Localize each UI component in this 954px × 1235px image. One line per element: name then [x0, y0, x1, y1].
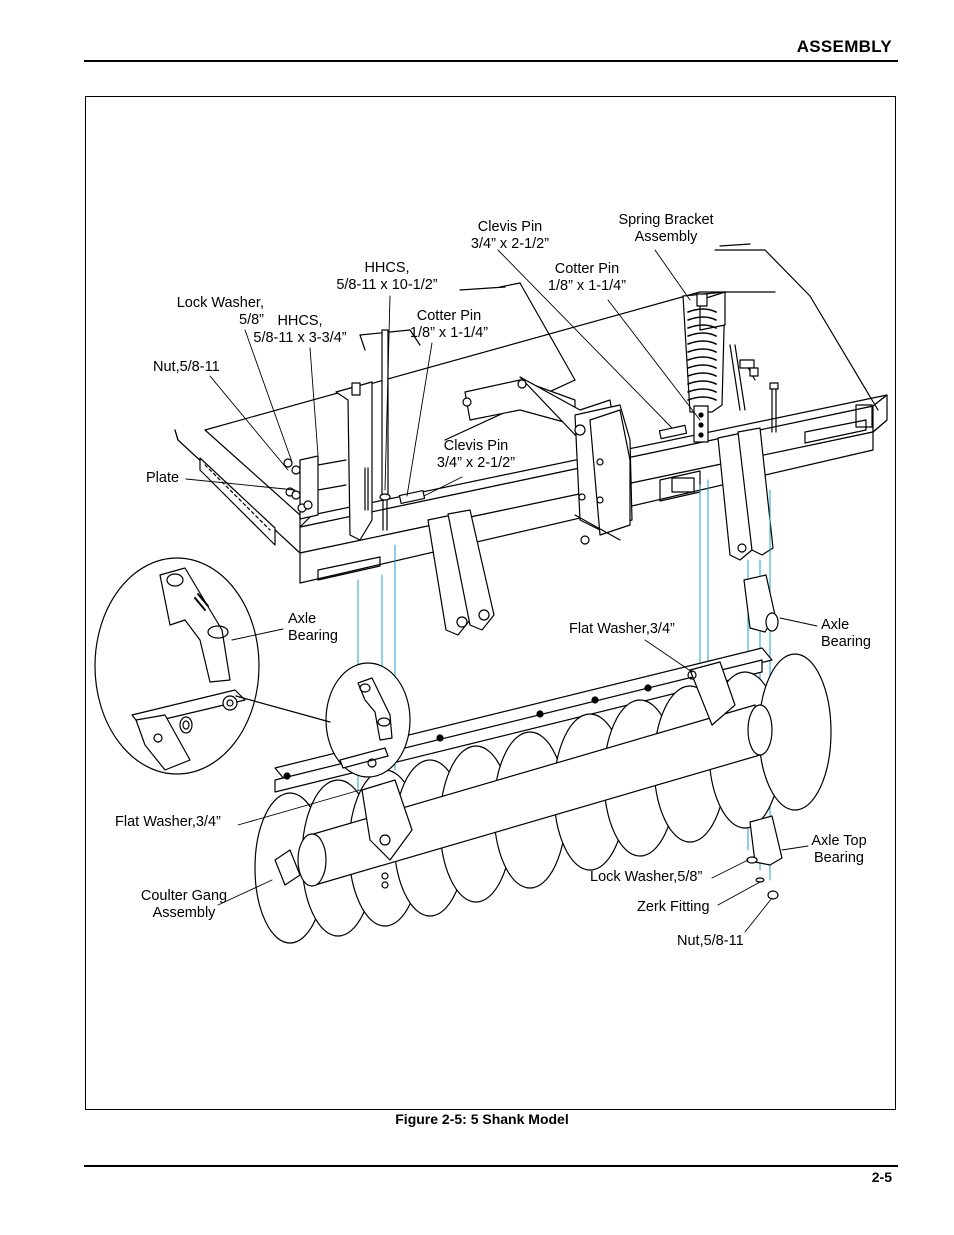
label-axle-bearing-left: Axle Bearing	[288, 611, 338, 644]
label-hhcs-short: HHCS, 5/8-11 x 3-3/4”	[253, 313, 347, 346]
label-flat-washer-right: Flat Washer,3/4”	[569, 621, 675, 637]
label-zerk-fitting: Zerk Fitting	[637, 899, 710, 915]
label-coulter-gang: Coulter Gang Assembly	[140, 888, 228, 921]
label-clevis-pin-top: Clevis Pin 3/4” x 2-1/2”	[470, 219, 550, 252]
label-nut-top: Nut,5/8-11	[153, 359, 220, 375]
detail-inset-small	[235, 662, 411, 778]
footer-rule	[84, 1165, 898, 1167]
label-hhcs-long: HHCS, 5/8-11 x 10-1/2”	[336, 260, 438, 293]
section-title: ASSEMBLY	[796, 37, 892, 56]
page-number: 2-5	[871, 1169, 892, 1185]
label-flat-washer-left: Flat Washer,3/4”	[115, 814, 221, 830]
hitch-assembly	[462, 376, 633, 545]
left-shank-hardware	[283, 329, 426, 541]
figure-caption: Figure 2-5: 5 Shank Model	[395, 1111, 569, 1127]
label-axle-top-bearing: Axle Top Bearing	[811, 833, 867, 866]
shank-brackets	[427, 427, 774, 636]
header-rule	[84, 60, 898, 62]
figure-frame	[85, 96, 896, 1110]
label-plate: Plate	[146, 470, 180, 486]
label-spring-bracket: Spring Bracket Assembly	[618, 212, 714, 245]
detail-inset-large	[94, 557, 260, 775]
leader-lines	[185, 249, 818, 933]
label-cotter-pin-right: Cotter Pin 1/8” x 1-1/4”	[547, 261, 627, 294]
label-lock-washer-top: Lock Washer, 5/8”	[176, 295, 264, 328]
label-nut-bottom: Nut,5/8-11	[677, 933, 744, 949]
label-cotter-pin-mid: Cotter Pin 1/8” x 1-1/4”	[409, 308, 489, 341]
label-clevis-pin-mid: Clevis Pin 3/4” x 2-1/2”	[436, 438, 516, 471]
spring-bracket-assembly	[658, 291, 779, 443]
label-lock-washer-bottom: Lock Washer,5/8”	[590, 869, 703, 885]
label-axle-bearing-right: Axle Bearing	[821, 617, 871, 650]
